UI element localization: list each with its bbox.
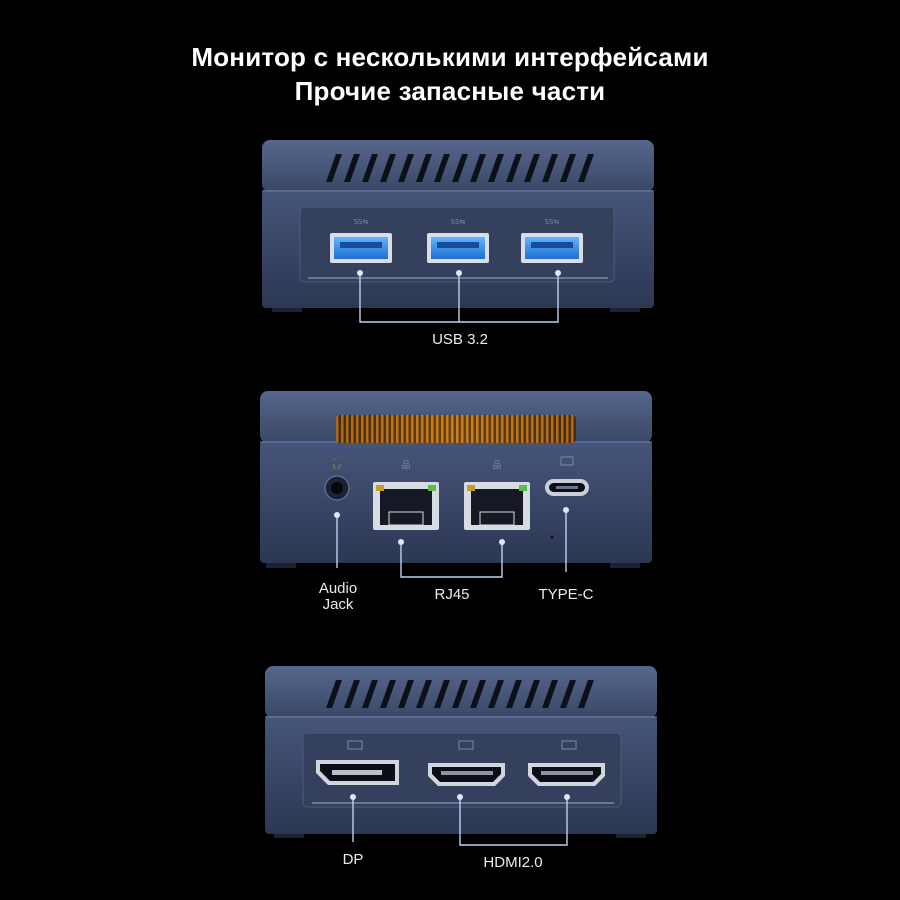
hdmi-port-2	[528, 740, 605, 786]
device-network-side: 🎧 品 品	[260, 391, 652, 578]
hdmi-label: HDMI2.0	[483, 854, 543, 871]
title-line-1: Монитор с несколькими интерфейсами	[191, 42, 709, 72]
hdmi-port-1	[428, 740, 505, 786]
device-display-side	[265, 666, 657, 846]
usb-port-3: SS⇆	[521, 218, 583, 263]
device-usb-side: SS⇆ SS⇆ SS⇆	[262, 140, 654, 323]
typec-label: TYPE-C	[538, 586, 594, 603]
svg-text:SS⇆: SS⇆	[354, 218, 369, 226]
rj45-port-2: 品	[464, 460, 530, 530]
usb-port-2: SS⇆	[427, 218, 489, 263]
audio-label-line1: Audio	[318, 580, 358, 597]
type-c-port	[545, 456, 589, 496]
hdmi-callout-line	[459, 797, 568, 846]
svg-text:SS⇆: SS⇆	[545, 218, 560, 226]
dp-label: DP	[342, 851, 364, 868]
svg-text:品: 品	[492, 460, 501, 471]
audio-label-line2: Jack	[322, 596, 354, 613]
rj45-label: RJ45	[434, 586, 470, 603]
title-line-2: Прочие запасные части	[294, 76, 606, 106]
svg-text:SS⇆: SS⇆	[451, 218, 466, 226]
usb-port-1: SS⇆	[330, 218, 392, 263]
audio-jack-port: 🎧	[324, 457, 350, 501]
svg-text:品: 品	[401, 460, 410, 471]
displayport-port	[316, 740, 399, 785]
usb-label: USB 3.2	[432, 331, 488, 348]
rj45-port-1: 品	[373, 460, 439, 530]
svg-text:🎧: 🎧	[331, 457, 343, 470]
rj45-callout-line	[400, 542, 503, 578]
usb-callout-line	[359, 274, 559, 323]
